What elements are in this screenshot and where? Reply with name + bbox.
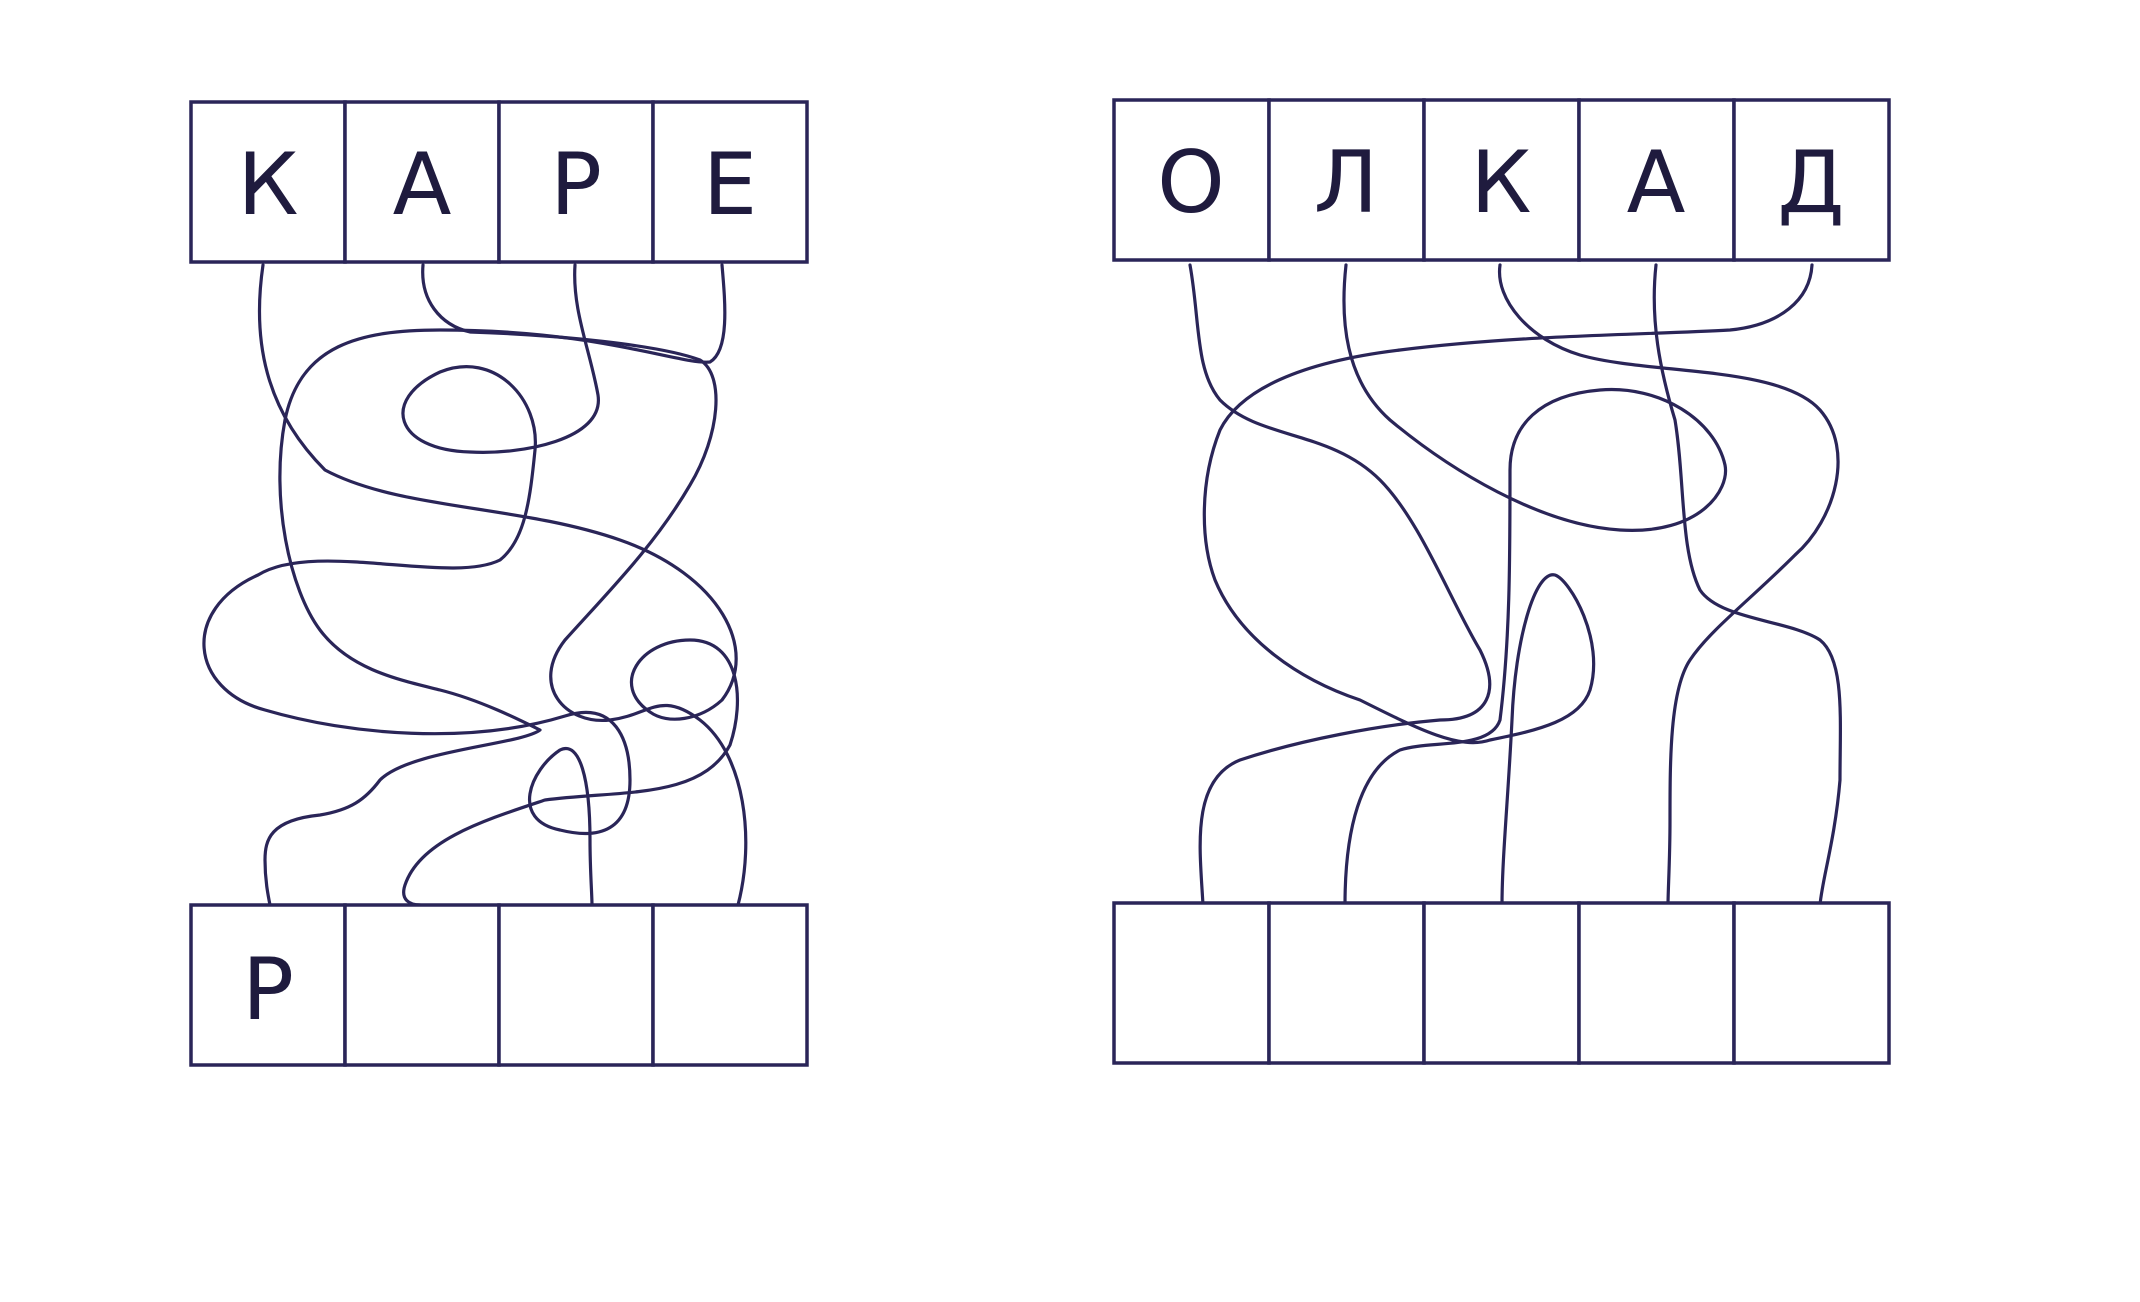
puzzle-2-top-letter-4: А xyxy=(1627,133,1686,233)
puzzle-2-top-letter-2: Л xyxy=(1314,133,1379,233)
puzzle-1-line-3 xyxy=(202,263,632,907)
puzzle-2-top-letter-1: О xyxy=(1157,133,1225,233)
puzzle-2-line-2 xyxy=(1342,263,1728,907)
puzzle-2-top-cell-3: К xyxy=(1422,98,1581,262)
puzzle-1-answer-cell-4[interactable] xyxy=(651,903,809,1067)
puzzle-1-top-letter-2: А xyxy=(393,135,452,235)
puzzle-1: К А Р Е Р xyxy=(189,100,809,1067)
puzzle-1-line-4 xyxy=(263,263,727,907)
puzzle-1-top-row: К А Р Е xyxy=(189,100,809,264)
puzzle-2-top-cell-1: О xyxy=(1112,98,1271,262)
puzzle-1-top-cell-1: К xyxy=(189,100,347,264)
puzzle-1-answer-cell-3[interactable] xyxy=(497,903,655,1067)
puzzle-2-answer-cell-2[interactable] xyxy=(1267,901,1426,1065)
puzzle-2-top-cell-4: А xyxy=(1577,98,1736,262)
puzzle-2: О Л К А Д xyxy=(1112,98,1891,1065)
puzzle-1-top-cell-3: Р xyxy=(497,100,655,264)
puzzle-2-tangle xyxy=(1188,263,1843,907)
puzzle-1-top-cell-2: А xyxy=(343,100,501,264)
puzzle-1-line-1 xyxy=(257,263,740,907)
puzzle-1-answer-cell-1[interactable]: Р xyxy=(189,903,347,1067)
puzzle-1-bottom-row: Р xyxy=(189,903,809,1067)
puzzle-2-line-1 xyxy=(1188,263,1492,907)
puzzle-1-top-letter-3: Р xyxy=(550,135,602,235)
puzzle-1-top-cell-4: Е xyxy=(651,100,809,264)
puzzle-2-top-cell-5: Д xyxy=(1732,98,1891,262)
puzzle-2-top-row: О Л К А Д xyxy=(1112,98,1891,262)
puzzle-1-answer-letter-1: Р xyxy=(242,940,294,1040)
puzzle-2-top-cell-2: Л xyxy=(1267,98,1426,262)
puzzle-2-answer-cell-4[interactable] xyxy=(1577,901,1736,1065)
puzzle-2-line-4 xyxy=(1652,263,1843,907)
puzzle-1-top-letter-4: Е xyxy=(703,135,757,235)
puzzle-2-line-5 xyxy=(1202,263,1814,907)
puzzle-2-answer-cell-1[interactable] xyxy=(1112,901,1271,1065)
puzzle-1-tangle xyxy=(202,263,748,907)
puzzle-2-answer-cell-3[interactable] xyxy=(1422,901,1581,1065)
puzzle-2-top-letter-3: К xyxy=(1470,133,1531,233)
puzzle-2-top-letter-5: Д xyxy=(1777,133,1844,233)
puzzle-2-bottom-row xyxy=(1112,901,1891,1065)
puzzle-1-top-letter-1: К xyxy=(237,135,298,235)
puzzle-2-line-3 xyxy=(1497,263,1840,907)
puzzle-2-answer-cell-5[interactable] xyxy=(1732,901,1891,1065)
puzzle-1-answer-cell-2[interactable] xyxy=(343,903,501,1067)
